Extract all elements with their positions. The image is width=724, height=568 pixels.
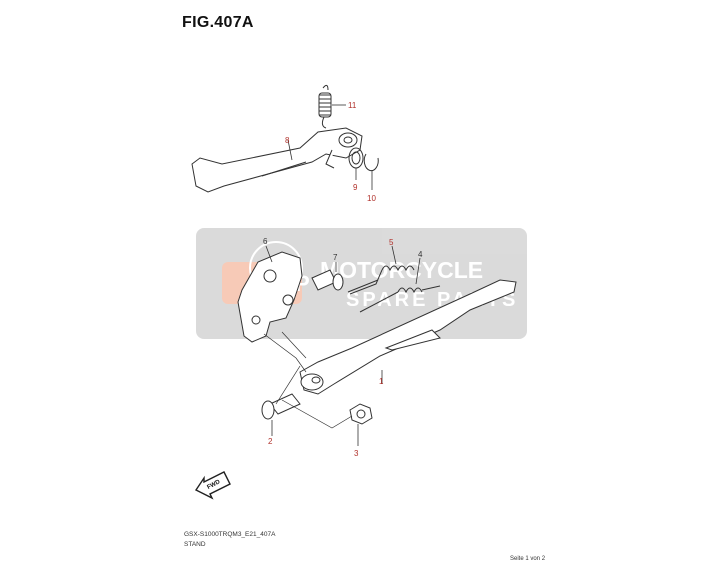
page-indicator: Seite 1 von 2 xyxy=(510,556,546,562)
forward-arrow-icon: FWD xyxy=(194,471,231,500)
callout-4: 4 xyxy=(418,250,423,259)
callout-6: 6 xyxy=(263,237,268,246)
figure-caption: STAND xyxy=(184,541,206,548)
callout-8: 8 xyxy=(285,136,290,145)
part-10-circlip xyxy=(363,153,379,172)
part-8-brake-pedal xyxy=(191,127,363,193)
callout-10: 10 xyxy=(367,194,376,203)
part-7-bolt xyxy=(311,269,344,291)
callout-9: 9 xyxy=(353,183,358,192)
part-3-nut xyxy=(349,403,373,425)
callout-1: 1 xyxy=(379,377,384,386)
figure-title: FIG.407A xyxy=(182,14,254,31)
callout-7: 7 xyxy=(333,253,338,262)
callout-11: 11 xyxy=(348,101,357,110)
watermark-line1: MOTORCYCLE xyxy=(320,257,483,283)
assembly-guide-lines xyxy=(263,331,353,429)
part-11-spring xyxy=(318,84,332,129)
part-6-bracket xyxy=(237,251,303,343)
figure-code: GSX-S1000TRQM3_E21_407A xyxy=(184,531,276,538)
part-2-pivot-bolt xyxy=(261,393,301,420)
callout-2: 2 xyxy=(268,437,273,446)
part-4-spring xyxy=(359,285,441,313)
part-5-spring xyxy=(347,265,415,295)
part-1-side-stand xyxy=(299,279,517,395)
callout-5: 5 xyxy=(389,238,394,247)
callout-3: 3 xyxy=(354,449,359,458)
